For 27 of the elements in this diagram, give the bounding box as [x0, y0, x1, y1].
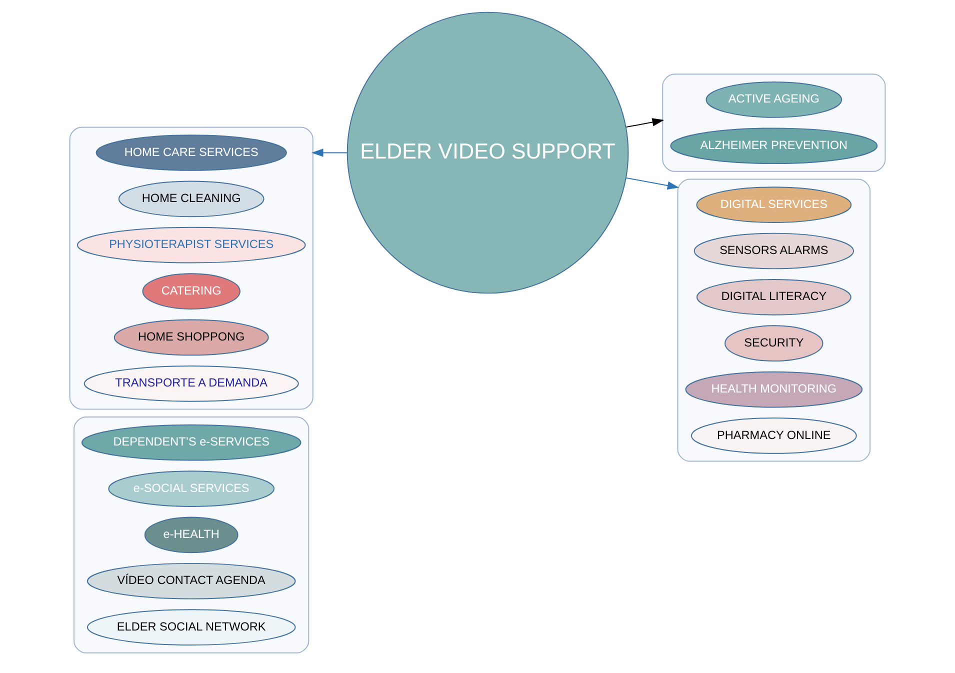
node-ellipse: SECURITY — [724, 325, 824, 362]
cluster — [677, 178, 871, 462]
arrow — [626, 177, 680, 190]
node-ellipse: DIGITAL LITERACY — [696, 279, 852, 316]
node-ellipse: CATERING — [142, 273, 240, 310]
node-ellipse: TRANSPORTE A DEMANDA — [84, 365, 299, 402]
node-ellipse: DIGITAL SERVICES — [696, 186, 852, 223]
node-circle: ELDER VIDEO SUPPORT — [346, 12, 629, 294]
node-ellipse: PHYSIOTERAPIST SERVICES — [76, 226, 306, 264]
node-ellipse: ACTIVE AGEING — [706, 82, 842, 118]
node-ellipse: e-SOCIAL SERVICES — [108, 470, 275, 507]
cluster — [74, 416, 310, 654]
arrow — [311, 148, 348, 157]
node-ellipse: ELDER SOCIAL NETWORK — [86, 609, 296, 646]
cluster — [662, 74, 886, 172]
node-ellipse: HOME CARE SERVICES — [96, 134, 287, 171]
cluster — [69, 126, 314, 410]
node-ellipse: ALZHEIMER PREVENTION — [670, 128, 878, 164]
arrow — [626, 118, 664, 128]
node-ellipse: HEALTH MONITORING — [685, 371, 863, 408]
node-ellipse: HOME SHOPPONG — [114, 319, 269, 356]
node-ellipse: SENSORS ALARMS — [694, 232, 854, 270]
node-ellipse: HOME CLEANING — [118, 180, 264, 218]
node-ellipse: VÍDEO CONTACT AGENDA — [86, 562, 296, 600]
node-ellipse: e-HEALTH — [144, 516, 238, 554]
node-ellipse: DEPENDENT’S e-SERVICES — [81, 424, 302, 461]
node-ellipse: PHARMACY ONLINE — [690, 418, 857, 454]
